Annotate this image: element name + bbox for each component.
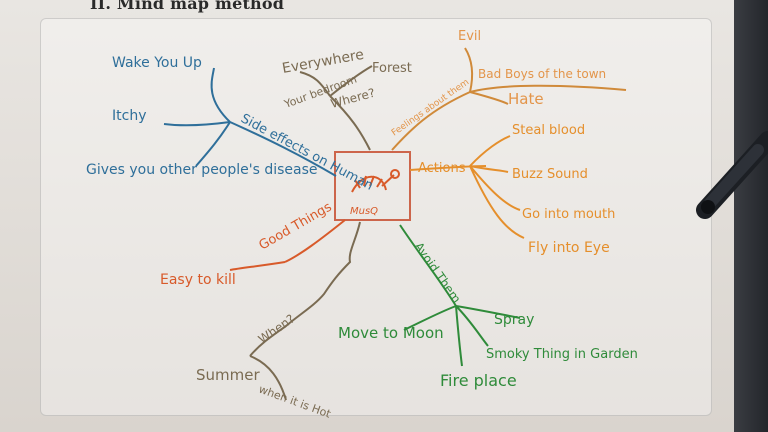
feelings-item-2: Bad Boys of the town (478, 67, 606, 81)
when-item-1: Summer (196, 366, 260, 384)
actions-item-4: Fly into Eye (528, 240, 610, 256)
avoid-item-3: Move to Moon (338, 324, 444, 342)
actions-item-2: Buzz Sound (512, 167, 588, 182)
branch-when-text: When? Summer when it is Hot (196, 312, 333, 421)
when-item-2: when it is Hot (257, 383, 333, 421)
feelings-item-1: Evil (458, 29, 481, 44)
avoid-item-1: Spray (494, 312, 534, 328)
center-node: MusQ (334, 151, 411, 221)
pen (696, 131, 768, 219)
side-effect-item-1: Wake You Up (112, 55, 202, 71)
branch-actions-label: Actions (418, 161, 466, 176)
good-things-item-1: Easy to kill (160, 272, 236, 288)
branch-good-things-text: Good Things Easy to kill (160, 200, 335, 288)
branch-side-effects-lines (163, 67, 337, 177)
branch-when-label: When? (256, 312, 297, 347)
branch-actions-text: Actions Steal blood Buzz Sound Go into m… (418, 123, 615, 256)
branch-good-things-lines (229, 219, 346, 271)
center-label: MusQ (350, 206, 378, 217)
branch-avoid-label: Avoid Them (412, 240, 464, 306)
branch-avoid-text: Avoid Them Spray Smoky Thing in Garden M… (338, 240, 638, 390)
side-effect-item-3: Gives you other people's disease (86, 162, 318, 178)
paper-sheet (0, 0, 740, 432)
branch-where-lines (299, 65, 373, 151)
branch-feelings-lines (391, 47, 627, 151)
actions-item-1: Steal blood (512, 123, 585, 138)
branch-actions-lines (409, 135, 525, 239)
branch-good-things-label: Good Things (257, 200, 335, 254)
actions-item-3: Go into mouth (522, 207, 615, 222)
mind-map-frame (40, 18, 712, 416)
where-item-2: Forest (372, 61, 412, 76)
branch-feelings-label: Feelings about them (390, 77, 471, 138)
section-heading: II. Mind map method (90, 0, 285, 13)
avoid-item-4: Fire place (440, 371, 517, 390)
avoid-item-2: Smoky Thing in Garden (486, 347, 638, 362)
side-effect-item-2: Itchy (112, 108, 146, 124)
branch-avoid-lines (399, 224, 521, 367)
branch-when-lines (249, 221, 361, 401)
branch-where-text: Everywhere Forest Your bedroom Where? (281, 47, 412, 111)
branch-side-effects-text: Wake You Up Itchy Gives you other people… (86, 55, 375, 194)
feelings-item-3: Hate (508, 90, 544, 108)
desk-edge (734, 0, 768, 432)
